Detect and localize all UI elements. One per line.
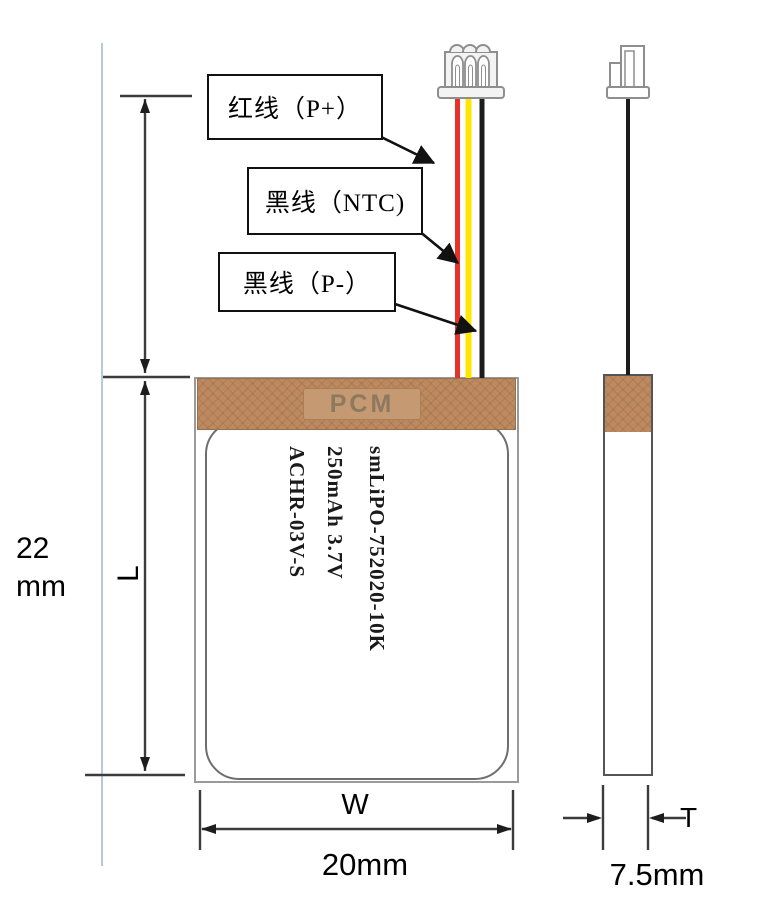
- callout-black-wire: 黑线（P-）: [218, 252, 396, 312]
- battery-front-cell-body: [205, 420, 509, 780]
- pcm-strip-side: [605, 376, 651, 432]
- callout-red-wire-label: 红线（P+）: [227, 96, 362, 123]
- connector-side-view: [606, 45, 650, 99]
- connector-pin: [477, 55, 490, 88]
- length-value: 22: [16, 532, 50, 565]
- width-symbol: W: [341, 789, 369, 821]
- callout-red-wire: 红线（P+）: [207, 74, 383, 140]
- battery-print-capacity: 250mAh 3.7V: [323, 446, 347, 580]
- width-dimension-value: 20mm: [321, 847, 409, 882]
- connector-pin: [451, 55, 464, 88]
- length-unit: mm: [16, 569, 66, 603]
- pcm-label: PCM: [303, 388, 421, 420]
- length-symbol: L: [112, 565, 145, 582]
- width-dimension-arrowheads: [201, 824, 512, 834]
- thickness-symbol: T: [680, 802, 698, 833]
- page-edge-line: [101, 43, 103, 866]
- callout-black-wire-label: 黑线（P-）: [242, 271, 372, 298]
- thickness-dimension-arrowheads: [587, 813, 664, 823]
- battery-side-view: [603, 374, 653, 776]
- callout-ntc-wire-label: 黑线（NTC): [264, 190, 406, 217]
- arrow-to-black-wire: [391, 301, 478, 335]
- length-dimension-value: 22 mm: [16, 530, 66, 605]
- connector-front-view: [437, 44, 505, 99]
- arrow-to-red-wire: [378, 134, 436, 165]
- thickness-dimension-lines: [563, 785, 686, 850]
- arrow-to-yellow-wire: [418, 229, 460, 265]
- thickness-dimension-value: 7.5mm: [609, 857, 705, 892]
- connector-pin: [464, 55, 477, 88]
- callout-ntc-wire: 黑线（NTC): [247, 167, 423, 235]
- battery-print-code: ACHR-03V-S: [285, 446, 309, 579]
- battery-print-model: smLiPO-752020-10K: [365, 446, 389, 652]
- length-dimension-arrowheads: [140, 99, 150, 771]
